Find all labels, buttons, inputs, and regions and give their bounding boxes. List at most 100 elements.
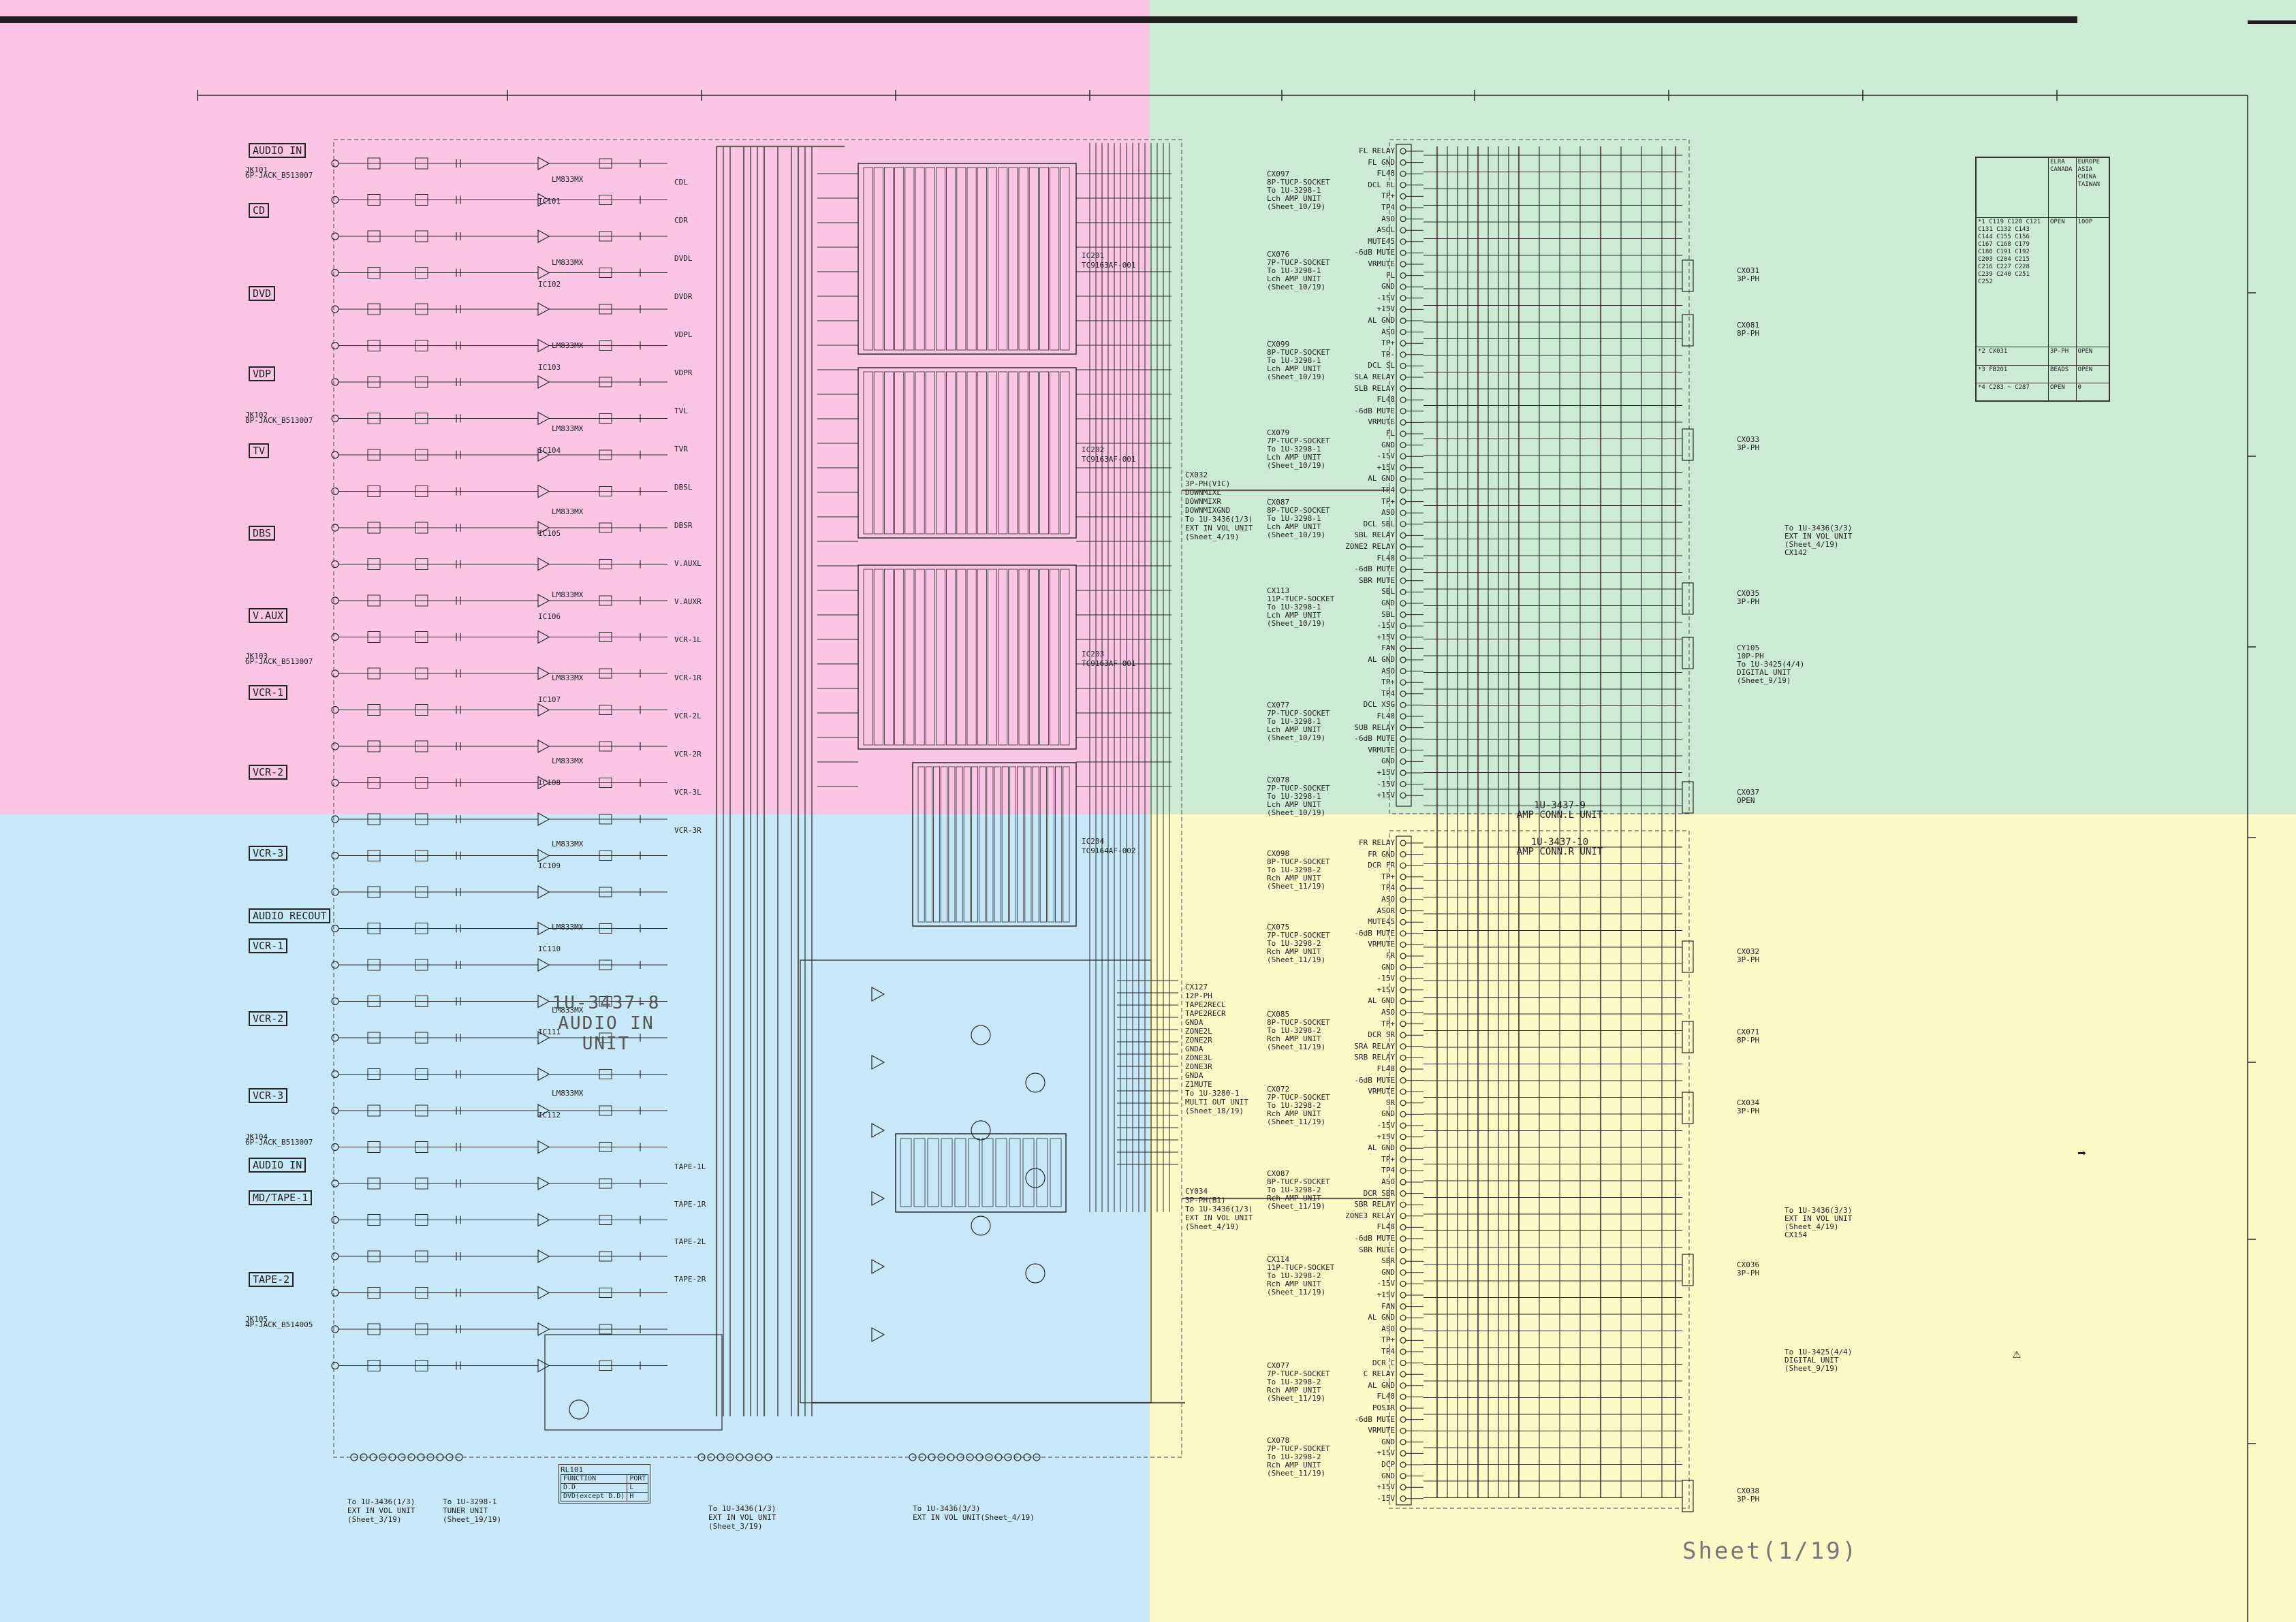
resistor	[367, 996, 381, 1007]
ic-ref-label: IC112	[538, 1111, 561, 1119]
pin-r-label: DCR FR	[1368, 861, 1395, 870]
signal-name: TAPE-1L	[674, 1162, 706, 1171]
signal-name: DBSR	[674, 521, 693, 530]
spec-cell: *3 FB201	[1975, 364, 2049, 383]
mid-ref-line: MULTI OUT UNIT	[1185, 1098, 1248, 1107]
ic-pin-box	[1009, 766, 1017, 923]
ic-pin-box	[966, 371, 977, 535]
ic-center-part: TC9164AF-002	[1082, 846, 1136, 855]
resistor	[415, 813, 428, 825]
pin-terminal	[1400, 769, 1406, 776]
ic-center-part: TC9163AF-001	[1082, 455, 1136, 464]
pin-terminal	[1400, 1348, 1406, 1355]
pin-r-label: ASOR	[1377, 906, 1396, 915]
ic-center-ref: IC203	[1082, 650, 1105, 658]
jack-label: 6P-JACK_B513007	[245, 657, 313, 666]
opamp-symbol	[537, 994, 550, 1008]
pin-terminal	[1400, 1190, 1406, 1197]
mid-ref-line: To 1U-3436(1/3)	[1185, 515, 1253, 524]
ic-pin-box	[1050, 167, 1060, 351]
pin-l-label: FL48	[1377, 553, 1396, 562]
pin-l-label: SBL RELAY	[1354, 530, 1395, 540]
cx-block-line: Rch AMP UNIT	[1267, 874, 1321, 882]
pin-r-label: -15V	[1377, 974, 1396, 983]
cx-block-line: 8P-TUCP-SOCKET	[1267, 1177, 1330, 1186]
pin-r-label: SRB RELAY	[1354, 1053, 1395, 1062]
pin-l-label: FAN	[1381, 643, 1395, 653]
cx-right-line: 3P-PH	[1737, 1269, 1760, 1277]
pin-terminal	[1400, 1337, 1406, 1344]
pin-terminal	[1400, 1461, 1406, 1468]
bottom-terminal	[956, 1453, 964, 1461]
cx-block-line: (Sheet_11/19)	[1267, 955, 1326, 964]
ic-part-label: LM833MX	[552, 590, 584, 599]
pin-l-label: TP+	[1381, 496, 1395, 506]
opamp-symbol	[537, 666, 550, 681]
cx-block-line: Rch AMP UNIT	[1267, 1109, 1321, 1118]
ic-pin-box	[977, 371, 987, 535]
pin-terminal	[1400, 1427, 1406, 1434]
ic-part-label: LM833MX	[552, 757, 584, 765]
opamp-symbol	[871, 1190, 885, 1207]
pin-l-label: AL GND	[1368, 655, 1395, 664]
cx-block-line: 8P-TUCP-SOCKET	[1267, 348, 1330, 357]
pin-r-label: FL48	[1377, 1392, 1396, 1401]
pin-r-label: SRA RELAY	[1354, 1041, 1395, 1051]
pin-terminal	[1400, 656, 1406, 663]
pin-l-label: FL48	[1377, 395, 1396, 404]
transistor	[1025, 1072, 1045, 1093]
pin-l-label: ASO	[1381, 327, 1395, 336]
spec-cell: OPEN	[2048, 217, 2077, 348]
opamp-symbol	[871, 1326, 885, 1343]
pin-terminal	[1400, 283, 1406, 290]
opamp-symbol	[537, 229, 550, 244]
amp-r-line-2: AMP CONN.R UNIT	[1516, 846, 1603, 857]
cx-block-line: Lch AMP UNIT	[1267, 725, 1321, 734]
resistor	[599, 1215, 612, 1225]
pin-r-label: -15V	[1377, 1279, 1396, 1288]
ic-part-label: LM833MX	[552, 341, 584, 350]
cx-right-line: OPEN	[1737, 796, 1755, 805]
ic-pin-box	[1039, 371, 1050, 535]
right-ref-line: (Sheet_9/19)	[1784, 1364, 1839, 1373]
ic-pin-box	[963, 766, 971, 923]
pin-l-label: ASO	[1381, 508, 1395, 518]
spec-cell: BEADS	[2048, 364, 2077, 383]
cx-block-line: Rch AMP UNIT	[1267, 1279, 1321, 1288]
input-label-2: DVD	[249, 286, 276, 301]
mid-ref-line: (Sheet_4/19)	[1185, 1222, 1240, 1231]
bottom-terminal	[379, 1453, 387, 1461]
input-label-15: MD/TAPE-1	[249, 1190, 313, 1205]
cx-right-line: CX071	[1737, 1028, 1760, 1036]
ic-ref-label: IC109	[538, 861, 561, 870]
cx-block-line: Lch AMP UNIT	[1267, 194, 1321, 203]
cx-block-line: CX078	[1267, 1436, 1290, 1445]
transistor	[971, 1025, 991, 1045]
pin-l-label: TP+	[1381, 678, 1395, 687]
resistor	[599, 522, 612, 533]
opamp-symbol	[871, 986, 885, 1002]
pin-l-label: AL GND	[1368, 474, 1395, 483]
right-ref-line: CX142	[1784, 548, 1808, 557]
resistor	[599, 887, 612, 897]
pin-terminal	[1400, 758, 1406, 765]
input-label-11: VCR-1	[249, 938, 288, 953]
ic-block	[858, 367, 1077, 539]
resistor	[599, 959, 612, 970]
pin-terminal	[1400, 351, 1406, 358]
cx-right-line: 3P-PH	[1737, 1495, 1760, 1504]
bottom-ref-line: To 1U-3436(3/3)	[913, 1504, 981, 1513]
resistor	[415, 923, 428, 934]
pin-terminal	[1400, 532, 1406, 539]
opamp-symbol	[537, 739, 550, 754]
ic-pin-box	[1050, 1138, 1062, 1207]
resistor	[415, 157, 428, 170]
amp-l-line-1: 1U-3437-9	[1534, 800, 1586, 811]
pin-l-label: GND	[1381, 757, 1395, 766]
ic-part-label: LM833MX	[552, 1006, 584, 1015]
ic-pin-box	[1060, 167, 1070, 351]
resistor	[415, 1068, 428, 1080]
